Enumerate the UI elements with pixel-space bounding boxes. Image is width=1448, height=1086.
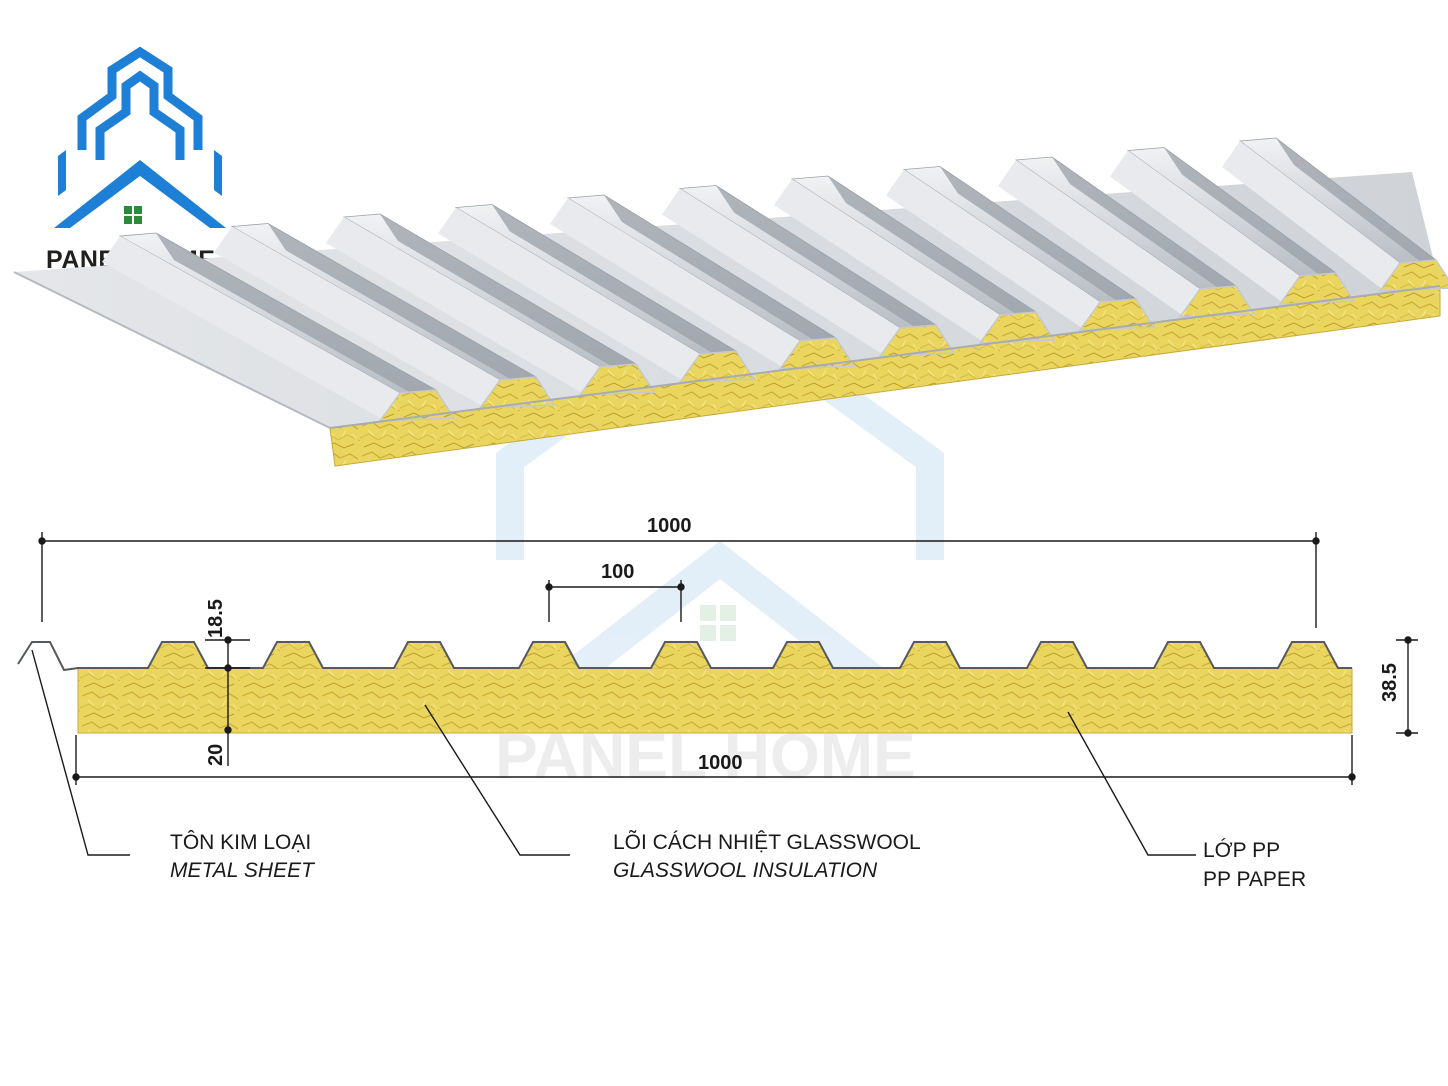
dim-core-thickness: 20: [205, 744, 227, 766]
label-insulation-vi: LÕI CÁCH NHIỆT GLASSWOOL: [613, 830, 921, 854]
panel-3d-illustration: [13, 137, 1448, 467]
panel-cross-section: [17, 641, 1353, 734]
label-metal-sheet-en: METAL SHEET: [170, 859, 316, 882]
dim-total-width-top: 1000: [647, 515, 692, 537]
dim-rib-pitch: 100: [601, 561, 634, 583]
dim-total-height: 38.5: [1379, 663, 1401, 702]
dimension-lines: [31, 532, 1418, 856]
label-insulation-en: GLASSWOOL INSULATION: [613, 859, 878, 882]
dim-total-width-bottom: 1000: [698, 752, 743, 774]
label-pp-layer-en: PP PAPER: [1203, 868, 1306, 891]
dim-rib-height: 18.5: [205, 599, 227, 638]
label-metal-sheet-vi: TÔN KIM LOẠI: [170, 831, 311, 854]
label-pp-layer-vi: LỚP PP: [1203, 839, 1280, 862]
